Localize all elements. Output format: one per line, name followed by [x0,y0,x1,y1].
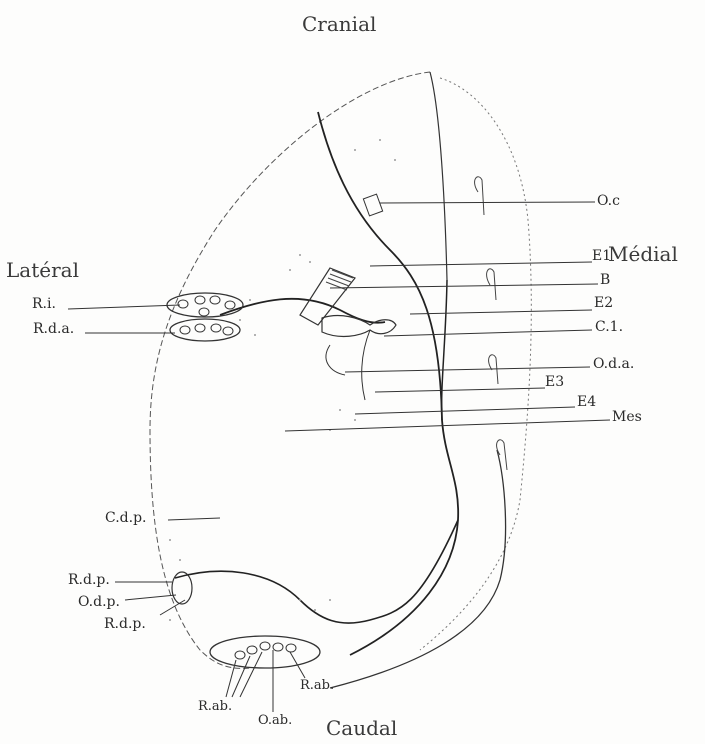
label-caudal: Caudal [326,718,397,738]
label-medial: Médial [608,244,678,264]
label-oab: O.ab. [258,714,292,727]
label-mes: Mes [612,410,642,424]
label-rab-right: R.ab. [300,679,334,692]
medial-curl-1 [475,177,484,215]
rda-bundle [170,319,240,341]
fiber-curve-2 [362,330,370,400]
oc-marker [363,194,382,216]
outer-outline [150,72,430,668]
label-cranial: Cranial [302,14,376,34]
label-oda: O.d.a. [593,357,634,371]
label-rda: R.d.a. [33,322,74,336]
fiber-curve-1 [326,345,345,375]
label-c1: C.1. [595,320,623,334]
label-cdp: C.d.p. [105,511,147,525]
label-lateral: Latéral [6,260,79,280]
label-e2: E2 [594,296,613,310]
central-boundary [442,280,447,420]
label-rab-left: R.ab. [198,700,232,713]
medial-curl-2 [487,269,496,300]
label-odp: O.d.p. [78,595,120,609]
label-e3: E3 [545,375,564,389]
label-ri: R.i. [32,297,56,311]
label-rdp-lower: R.d.p. [104,617,146,631]
top-outline [430,72,447,280]
inner-vertical-line [318,112,458,655]
label-e4: E4 [577,395,596,409]
label-rdp-upper: R.d.p. [68,573,110,587]
label-oc: O.c [597,194,620,208]
label-b: B [600,273,610,287]
rab-bundle [210,636,320,668]
label-e1: E1 [592,249,611,263]
leader-lines [68,202,610,712]
